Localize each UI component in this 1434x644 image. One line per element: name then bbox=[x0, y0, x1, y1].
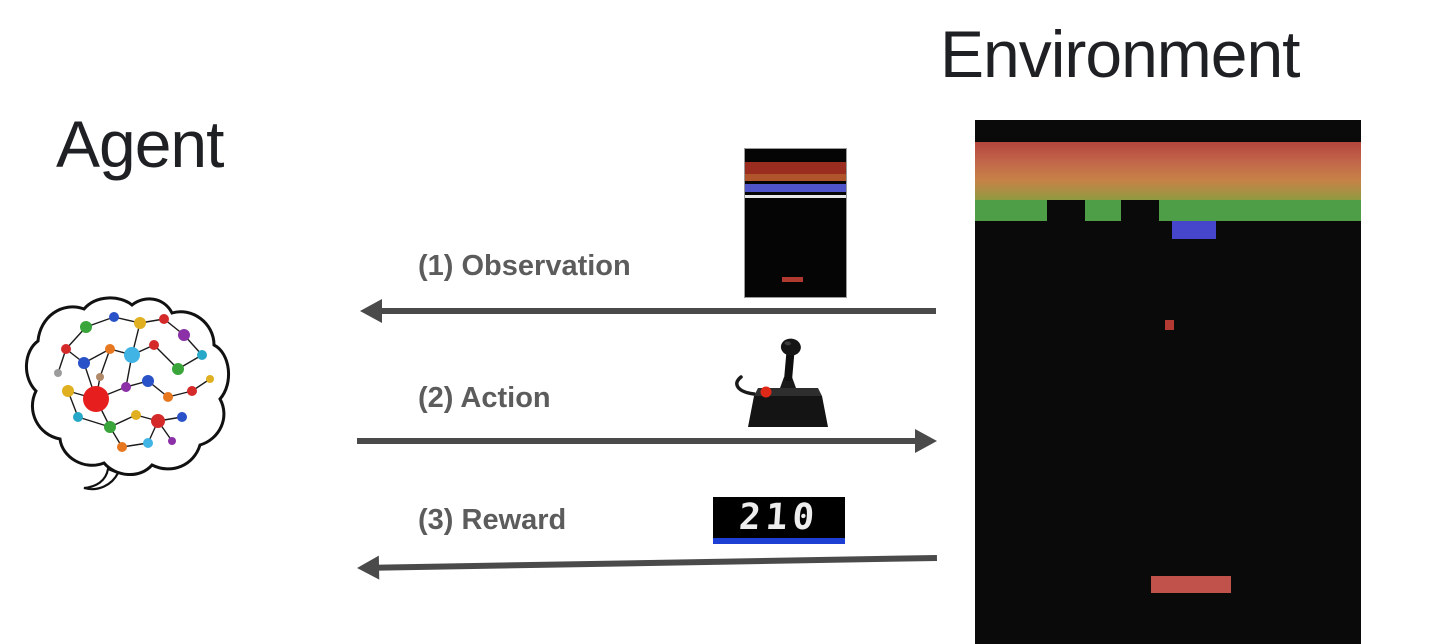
brick-rows-rainbow bbox=[975, 142, 1361, 200]
agent-title: Agent bbox=[56, 107, 224, 181]
action-arrow bbox=[357, 429, 937, 453]
brick-row-green bbox=[975, 200, 1361, 221]
breakout-game-screen bbox=[975, 120, 1361, 644]
thumb-brick-row-red bbox=[745, 162, 846, 174]
observation-arrow-shaft bbox=[376, 308, 936, 314]
atari-joystick-icon bbox=[735, 338, 828, 427]
reward-score-display: 210 bbox=[713, 497, 845, 544]
paddle bbox=[1151, 576, 1231, 593]
reward-arrow-shaft bbox=[372, 554, 938, 571]
environment-title: Environment bbox=[940, 17, 1301, 91]
action-label: (2) Action bbox=[418, 382, 551, 414]
reward-arrow bbox=[356, 546, 938, 581]
blue-brick bbox=[1172, 221, 1216, 239]
observation-arrowhead-icon bbox=[360, 299, 382, 323]
thumb-brick-row-blue bbox=[745, 184, 846, 192]
thumb-brick-row-orange bbox=[745, 174, 846, 181]
thumb-paddle bbox=[782, 277, 803, 282]
brick-gap bbox=[1121, 200, 1159, 221]
action-arrowhead-icon bbox=[915, 429, 937, 453]
observation-arrow bbox=[360, 299, 936, 323]
observation-label: (1) Observation bbox=[418, 250, 631, 282]
brain-icon bbox=[25, 296, 231, 491]
ball bbox=[1165, 320, 1174, 330]
action-arrow-shaft bbox=[357, 438, 921, 444]
score-value: 210 bbox=[737, 496, 821, 538]
reward-label: (3) Reward bbox=[418, 504, 567, 536]
observation-screenshot-thumbnail bbox=[744, 148, 847, 298]
brick-gap bbox=[1047, 200, 1085, 221]
thumb-wall-line bbox=[745, 195, 846, 198]
